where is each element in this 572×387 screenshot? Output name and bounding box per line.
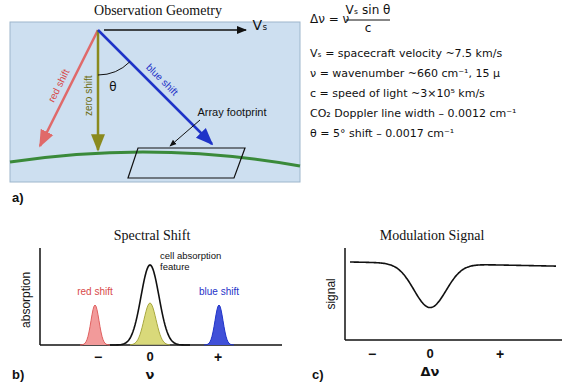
panel-title: Modulation Signal [380,228,485,244]
panel-letter: c) [312,368,324,383]
earth-curve [10,152,300,166]
tick-label: + [496,346,504,362]
peak-label: cell absorption feature [160,251,234,273]
panel-title: Observation Geometry [94,3,222,19]
peak-label: blue shift [199,286,239,298]
red-shift-peak [80,305,110,345]
blue-shift-ray [98,30,212,144]
tick-label: 0 [426,347,433,362]
angle-arc [98,62,130,75]
equation-part: c [365,22,372,36]
tick-label: + [214,349,222,365]
y-axis [39,248,41,345]
array-footprint [128,148,245,178]
fraction-bar [346,20,390,21]
blue-shift-peak [204,305,234,345]
y-axis [344,248,346,340]
sky-panel [10,22,300,182]
tick-label: − [368,346,376,362]
axis-label: Δν [421,365,440,380]
velocity-label: Vₛ [253,17,268,33]
parameter-line: c = speed of light ~3×10⁵ km/s [310,88,485,101]
tick-label: − [94,349,102,365]
red-shift-ray [40,30,98,146]
cell-absorption-peak [110,265,190,345]
equation-part: Vₛ sin θ [346,4,391,18]
parameter-line: Vₛ = spacecraft velocity ~7.5 km/s [310,48,502,61]
zero-shift-ray [97,30,100,150]
leader-line [170,120,200,146]
ray-label: zero shift [82,76,94,117]
parameter-line: CO₂ Doppler line width – 0.0012 cm⁻¹ [310,108,516,121]
axis-label: absorption [20,272,34,328]
x-axis [345,339,562,341]
panel-letter: b) [12,368,24,383]
equation-part: Δν = ν [310,13,349,27]
parameter-line: θ = 5° shift – 0.0017 cm⁻¹ [310,128,454,141]
footprint-label: Array footprint [197,106,266,119]
panel-title: Spectral Shift [114,228,191,244]
axis-label: signal [325,278,339,309]
parameter-line: ν = wavenumber ~660 cm⁻¹, 15 μ [310,68,500,81]
angle-label: θ [109,81,116,95]
peak-label: red shift [77,286,113,298]
axis-label: ν [146,368,155,383]
modulation-curve [350,262,556,308]
panel-letter: a) [12,191,24,206]
velocity-arrow [104,29,246,31]
tick-label: 0 [146,350,153,365]
